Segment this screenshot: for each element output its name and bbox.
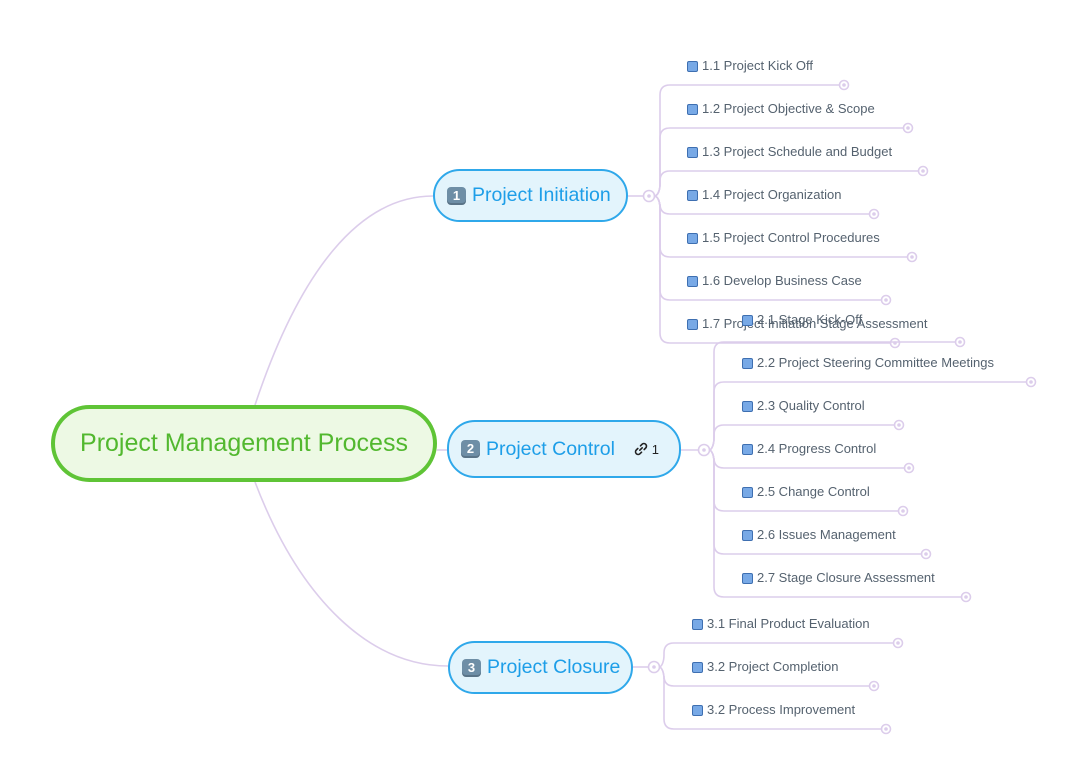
root-topic[interactable]: Project Management Process [51,405,437,482]
expand-dot [842,83,846,87]
expand-dot [897,423,901,427]
expand-dot [884,727,888,731]
subtopic-connector [708,381,1027,451]
subtopic[interactable]: 1.5 Project Control Procedures [687,230,880,246]
task-icon [687,146,698,158]
task-icon [742,314,753,326]
task-icon [692,704,703,716]
task-icon [742,357,753,369]
priority-1-badge: 1 [447,186,466,205]
subtopic[interactable]: 1.3 Project Schedule and Budget [687,144,892,160]
subtopic-connector [658,666,882,730]
task-icon [687,232,698,244]
subtopic-connector [653,195,908,258]
subtopic[interactable]: 3.2 Project Completion [692,659,839,675]
expand-dot [901,509,905,513]
task-icon [687,318,698,330]
task-icon [692,618,703,630]
task-icon [692,661,703,673]
subtopic-connector [653,127,904,197]
expand-dot [872,212,876,216]
subtopic[interactable]: 2.6 Issues Management [742,527,896,543]
expand-dot [924,552,928,556]
subtopic[interactable]: 1.1 Project Kick Off [687,58,813,74]
subtopic[interactable]: 2.4 Progress Control [742,441,876,457]
subtopic[interactable]: 3.2 Process Improvement [692,702,855,718]
subtopic-connector [653,170,919,197]
expand-dot [896,641,900,645]
subtopic[interactable]: 2.1 Stage Kick-Off [742,312,862,328]
subtopic[interactable]: 2.7 Stage Closure Assessment [742,570,935,586]
subtopic[interactable]: 3.1 Final Product Evaluation [692,616,870,632]
task-icon [742,443,753,455]
expand-dot [872,684,876,688]
root-connector [254,481,449,667]
expand-dot [958,340,962,344]
subtopic[interactable]: 1.6 Develop Business Case [687,273,862,289]
expand-dot [910,255,914,259]
subtopic-connector [653,195,891,344]
task-icon [742,486,753,498]
subtopic-connector [708,424,895,451]
subtopic-connector [708,449,962,598]
expand-dot [921,169,925,173]
branch-label: Project Closure [487,656,621,678]
branch-topic-project-control[interactable]: 2 Project Control 1 [447,420,681,478]
subtopic[interactable]: 2.2 Project Steering Committee Meetings [742,355,994,371]
subtopic[interactable]: 2.3 Quality Control [742,398,865,414]
expand-dot [1029,380,1033,384]
expand-dot [652,665,656,669]
priority-3-badge: 3 [462,658,481,677]
task-icon [687,275,698,287]
subtopic-connector [708,449,899,512]
expand-dot [907,466,911,470]
link-icon [634,442,648,456]
branch-topic-project-initiation[interactable]: 1 Project Initiation [433,169,628,222]
expand-dot [964,595,968,599]
subtopic-connector [658,642,894,668]
task-icon [687,60,698,72]
branch-label: Project Initiation [472,184,611,206]
subtopic[interactable]: 1.7 Project Initiation Stage Assessment [687,316,927,332]
task-icon [742,572,753,584]
link-count: 1 [651,441,659,457]
root-topic-label: Project Management Process [80,429,408,457]
subtopic[interactable]: 2.5 Change Control [742,484,870,500]
priority-2-badge: 2 [461,440,480,458]
expand-dot [702,448,706,452]
task-icon [742,529,753,541]
task-icon [687,189,698,201]
task-icon [742,400,753,412]
expand-dot [906,126,910,130]
branch-topic-project-closure[interactable]: 3 Project Closure [448,641,633,694]
subtopic[interactable]: 1.2 Project Objective & Scope [687,101,875,117]
branch-label: Project Control [486,437,615,460]
task-icon [687,103,698,115]
link-indicator[interactable]: 1 [633,441,659,457]
expand-dot [647,194,651,198]
expand-dot [884,298,888,302]
subtopic[interactable]: 1.4 Project Organization [687,187,841,203]
root-connector [254,195,434,406]
